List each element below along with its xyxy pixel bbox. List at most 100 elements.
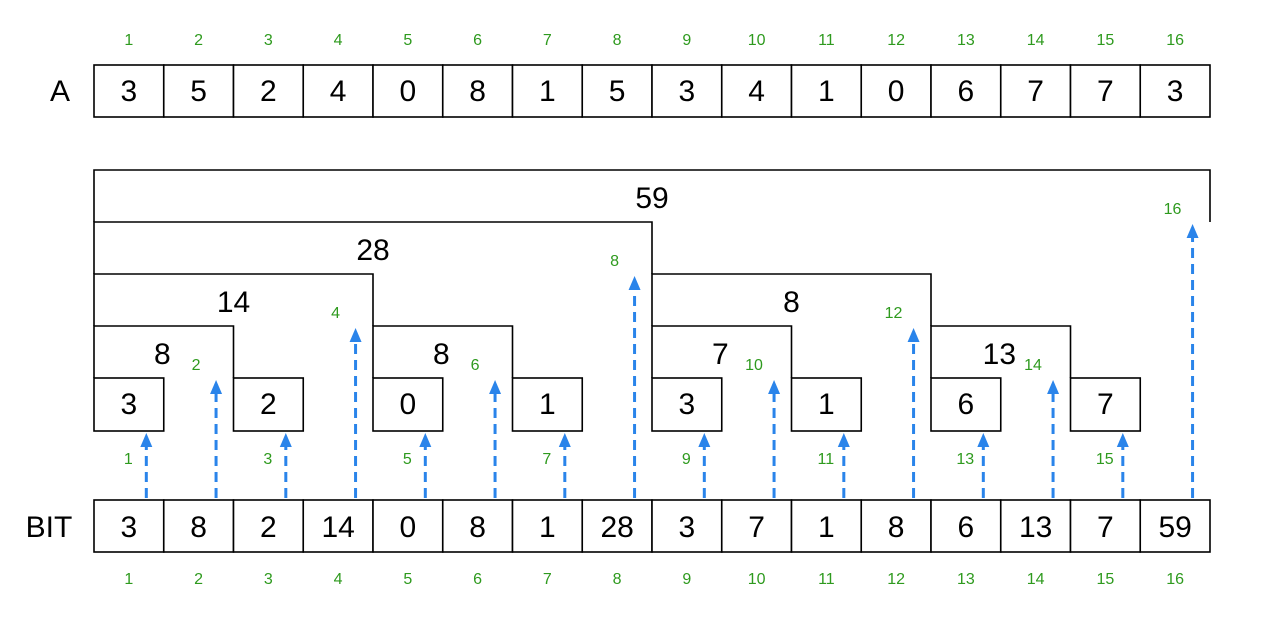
array-a-value: 3 [1167, 75, 1184, 108]
node-index-label: 3 [263, 451, 272, 468]
tree-node-value: 59 [635, 182, 668, 215]
tree-node-box [372, 377, 444, 432]
tree-node-box [93, 377, 165, 432]
tree-node-value: 3 [121, 388, 138, 421]
tree-node-box [651, 273, 932, 326]
index-label: 16 [1166, 571, 1184, 588]
index-label: 13 [957, 571, 975, 588]
index-label: 9 [682, 32, 691, 49]
index-label: 14 [1027, 32, 1045, 49]
bit-value: 7 [1097, 511, 1114, 544]
node-index-label: 2 [192, 357, 201, 374]
tree-node-box [930, 325, 1072, 378]
arrow-head [279, 433, 292, 447]
tree-node-box [232, 377, 305, 432]
arrow-head [907, 328, 920, 342]
tree-node-box [651, 325, 793, 378]
index-label: 5 [403, 32, 412, 49]
bit-value: 2 [260, 511, 277, 544]
array-a-label: A [50, 75, 70, 108]
tree-node-box [372, 325, 514, 378]
bit-cell [93, 499, 165, 553]
tree-node-value: 8 [783, 286, 800, 319]
index-label: 12 [887, 32, 905, 49]
array-a-cell [581, 64, 653, 118]
bit-cell [860, 499, 932, 553]
index-label: 7 [543, 32, 552, 49]
bit-value: 8 [469, 511, 486, 544]
node-index-label: 12 [885, 305, 903, 322]
bit-cell [441, 499, 514, 553]
node-index-label: 4 [331, 305, 340, 322]
arrow-head [489, 380, 502, 394]
tree-node-box [93, 169, 1211, 222]
node-index-label: 16 [1164, 201, 1182, 218]
tree-node-value: 14 [217, 286, 250, 319]
arrow-head [698, 433, 711, 447]
index-label: 6 [473, 32, 482, 49]
tree-node-value: 1 [818, 388, 835, 421]
array-a-value: 3 [679, 75, 696, 108]
array-a-cell [651, 64, 723, 118]
array-a-cell [720, 64, 793, 118]
tree-node-value: 1 [539, 388, 556, 421]
array-a-cell [1139, 64, 1211, 118]
tree-node-value: 13 [983, 338, 1016, 371]
arrow-head [1116, 433, 1129, 447]
array-a-value: 1 [539, 75, 556, 108]
bit-value: 28 [600, 511, 633, 544]
node-index-label: 11 [818, 451, 835, 468]
tree-node-value: 7 [712, 338, 729, 371]
bit-value: 0 [400, 511, 417, 544]
array-a-cell [930, 64, 1002, 118]
arrow-head [210, 380, 223, 394]
tree-node-value: 2 [260, 388, 277, 421]
arrow-head [1186, 224, 1199, 238]
bit-value: 3 [121, 511, 138, 544]
index-label: 1 [124, 571, 133, 588]
index-label: 3 [264, 571, 273, 588]
tree-node-value: 28 [356, 234, 389, 267]
tree-node-box [790, 377, 863, 432]
node-index-label: 5 [403, 451, 412, 468]
index-label: 8 [613, 32, 622, 49]
arrow-head [140, 433, 153, 447]
array-a-cell [232, 64, 305, 118]
array-a-value: 0 [888, 75, 905, 108]
bit-cell [372, 499, 444, 553]
bit-cell [581, 499, 653, 553]
index-label: 4 [334, 571, 343, 588]
array-a-cell [860, 64, 932, 118]
index-label: 1 [124, 32, 133, 49]
array-a-value: 4 [748, 75, 765, 108]
bit-cell [720, 499, 793, 553]
index-label: 15 [1096, 571, 1114, 588]
array-a-cell [441, 64, 514, 118]
array-a-value: 0 [400, 75, 417, 108]
bit-label: BIT [26, 511, 73, 544]
tree-node-value: 8 [154, 338, 171, 371]
arrow-head [419, 433, 432, 447]
index-label: 14 [1027, 571, 1045, 588]
index-label: 11 [818, 571, 835, 588]
bit-cell [930, 499, 1002, 553]
array-a-value: 8 [469, 75, 486, 108]
node-index-label: 10 [745, 357, 763, 374]
index-label: 8 [613, 571, 622, 588]
array-a-value: 4 [330, 75, 347, 108]
bit-value: 13 [1019, 511, 1052, 544]
index-label: 2 [194, 32, 203, 49]
node-index-label: 13 [956, 451, 974, 468]
array-a-cell [93, 64, 165, 118]
node-index-label: 9 [682, 451, 691, 468]
arrow-head [349, 328, 362, 342]
array-a-cell [162, 64, 235, 118]
node-index-label: 14 [1024, 357, 1042, 374]
arrow-head [768, 380, 781, 394]
bit-cell [790, 499, 863, 553]
